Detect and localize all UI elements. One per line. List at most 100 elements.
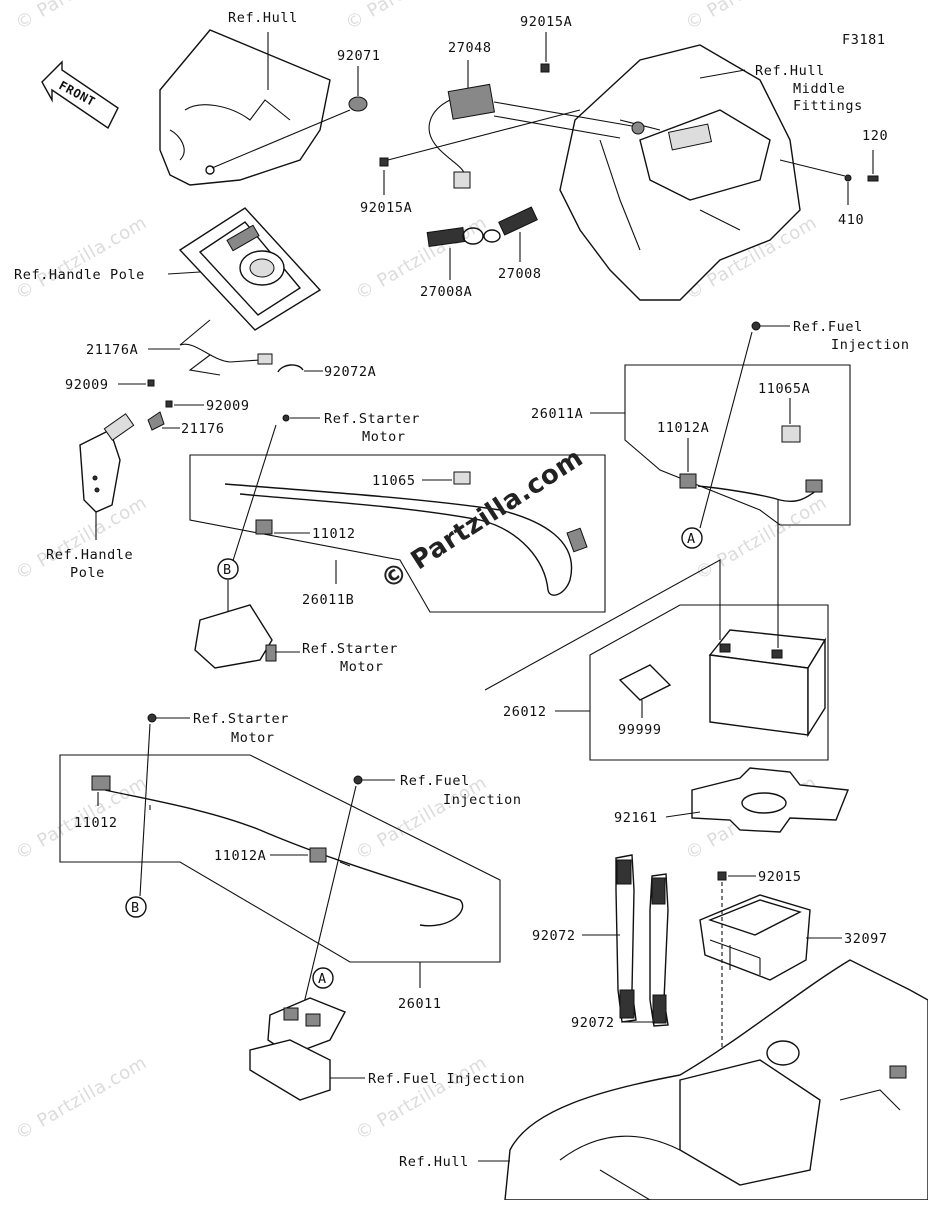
ref-starter-motor-2-line-2: Motor [340,659,384,675]
ref-starter-motor-2-line-1: Ref.Starter [302,641,398,657]
part-92072-strap-a: 92072 [532,854,637,1023]
part-number-label: 120 [862,128,888,144]
ref-starter-motor-1-line-2: Motor [362,429,406,445]
ref-starter-motor-3-line-1: Ref.Starter [193,711,289,727]
ref-fuel-injection-1-line-2: Injection [831,337,910,353]
ref-starter-motor-1-line-1: Ref.Starter [324,411,420,427]
part-number-label: 11065 [372,473,416,489]
part-11065a: 11065A [758,381,810,424]
ref-hull-middle-line-3: Fittings [793,98,863,114]
part-21176a: 21176A [86,319,273,376]
callout-letter: B [131,900,140,916]
part-number-label: 26011 [398,996,442,1012]
cable-26011b-assembly: Ref.Starter Motor [189,411,606,613]
part-number-label: 11065A [758,381,810,397]
part-11012a-upper: 11012A [657,420,709,472]
part-120: 120 [862,128,888,182]
part-92009-a: 92009 [65,377,155,393]
starter-motor-upper: Ref.Starter Motor [194,580,398,675]
watermark: © Partzilla.com [12,0,151,34]
part-number-label: 11012A [657,420,709,436]
front-arrow-icon: FRONT [41,60,119,130]
ref-hull-bottom-label: Ref.Hull [399,1154,469,1170]
handle-pole-plate: Ref.Handle Pole [14,207,322,331]
callout-a-upper: A [681,527,703,549]
figure-code: F3181 [842,32,886,48]
part-number-label: 11012 [312,526,356,542]
part-27008-key: 27008 [483,206,542,282]
part-21176: 21176 [147,411,225,437]
ref-starter-motor-3-line-2: Motor [231,730,275,746]
part-number-label: 26011B [302,592,354,608]
ref-handle-pole-label: Ref.Handle Pole [14,267,145,283]
part-number-label: 92161 [614,810,658,826]
part-26011b: 26011B [302,560,354,608]
part-92072-strap-b: 92072 [571,873,669,1031]
part-number-label: 92072A [324,364,376,380]
part-number-label: 92072 [532,928,576,944]
part-11012-b: 11012 [74,792,118,831]
part-92071: 92071 [211,48,381,169]
part-number-label: 26012 [503,704,547,720]
watermark: © Partzilla.com [682,0,821,34]
watermark: © Partzilla.com [12,212,151,304]
battery-26012-assembly: 99999 26012 [484,500,829,761]
part-92161-pad: 92161 [614,767,849,833]
part-number-label: 92015 [758,869,802,885]
part-number-label: 27008 [498,266,542,282]
callout-letter: A [687,531,696,547]
hull-top-section: Ref.Hull [159,10,331,186]
part-number-label: 21176A [86,342,138,358]
part-number-label: 21176 [181,421,225,437]
part-number-label: 27048 [448,40,492,56]
watermark: © Partzilla.com [342,0,481,34]
part-number-label: 92072 [571,1015,615,1031]
ref-fuel-injection-2-line-2: Injection [443,792,522,808]
part-92015a-top: 92015A [520,14,572,73]
ref-fuel-injection-3-label: Ref.Fuel Injection [368,1071,525,1087]
callout-b-upper: B [217,558,239,580]
ref-hull-middle-line-2: Middle [793,81,845,97]
part-number-label: 92009 [65,377,109,393]
part-number-label: 410 [838,212,864,228]
hull-middle-fittings: Ref.Hull Middle Fittings [493,44,863,301]
part-number-label: 26011A [531,406,583,422]
part-27008a-key: 27008A [420,226,484,300]
ref-fuel-injection-2-line-1: Ref.Fuel [400,773,470,789]
part-92072a: 92072A [277,364,376,380]
center-watermark: © Partzilla.com [375,443,588,596]
part-11012a-lower: 11012A [214,848,308,864]
part-number-label: 11012 [74,815,118,831]
ref-handle-pole-2-line-1: Ref.Handle [46,547,133,563]
part-92009-b: 92009 [165,398,250,414]
relay-fuel-injection: Ref.Fuel Injection [249,997,525,1101]
cable-26011-assembly: Ref.Starter Motor [59,711,501,963]
cable-26011a-assembly: Ref.Fuel Injection 26011A [531,319,910,529]
watermark: © Partzilla.com [12,1052,151,1144]
callout-letter: B [223,562,232,578]
part-number-label: 92009 [206,398,250,414]
part-92015a-bottom: 92015A [360,109,581,216]
part-number-label: 92015A [520,14,572,30]
ref-fuel-injection-1-line-1: Ref.Fuel [793,319,863,335]
part-11065: 11065 [372,473,452,489]
part-410: 410 [779,159,864,228]
part-number-label: 32097 [844,931,888,947]
callout-b-lower: B [125,896,147,918]
watermark: © Partzilla.com [352,1052,491,1144]
callout-a-lower: A [312,967,334,989]
hull-bottom-section: Ref.Hull [399,959,928,1201]
ref-hull-top-label: Ref.Hull [228,10,298,26]
part-number-label: 92071 [337,48,381,64]
part-number-label: 27008A [420,284,472,300]
part-number-label: 92015A [360,200,412,216]
fuel-injection-ref-2: Ref.Fuel Injection [299,773,522,1021]
part-number-label: 11012A [214,848,266,864]
part-26011: 26011 [398,962,442,1012]
ref-hull-middle-line-1: Ref.Hull [755,63,825,79]
ref-handle-pole-2-line-2: Pole [70,565,105,581]
part-11012-a: 11012 [274,526,356,542]
part-32097-tray: 92015 32097 [699,869,888,1150]
part-number-label: 99999 [618,722,662,738]
